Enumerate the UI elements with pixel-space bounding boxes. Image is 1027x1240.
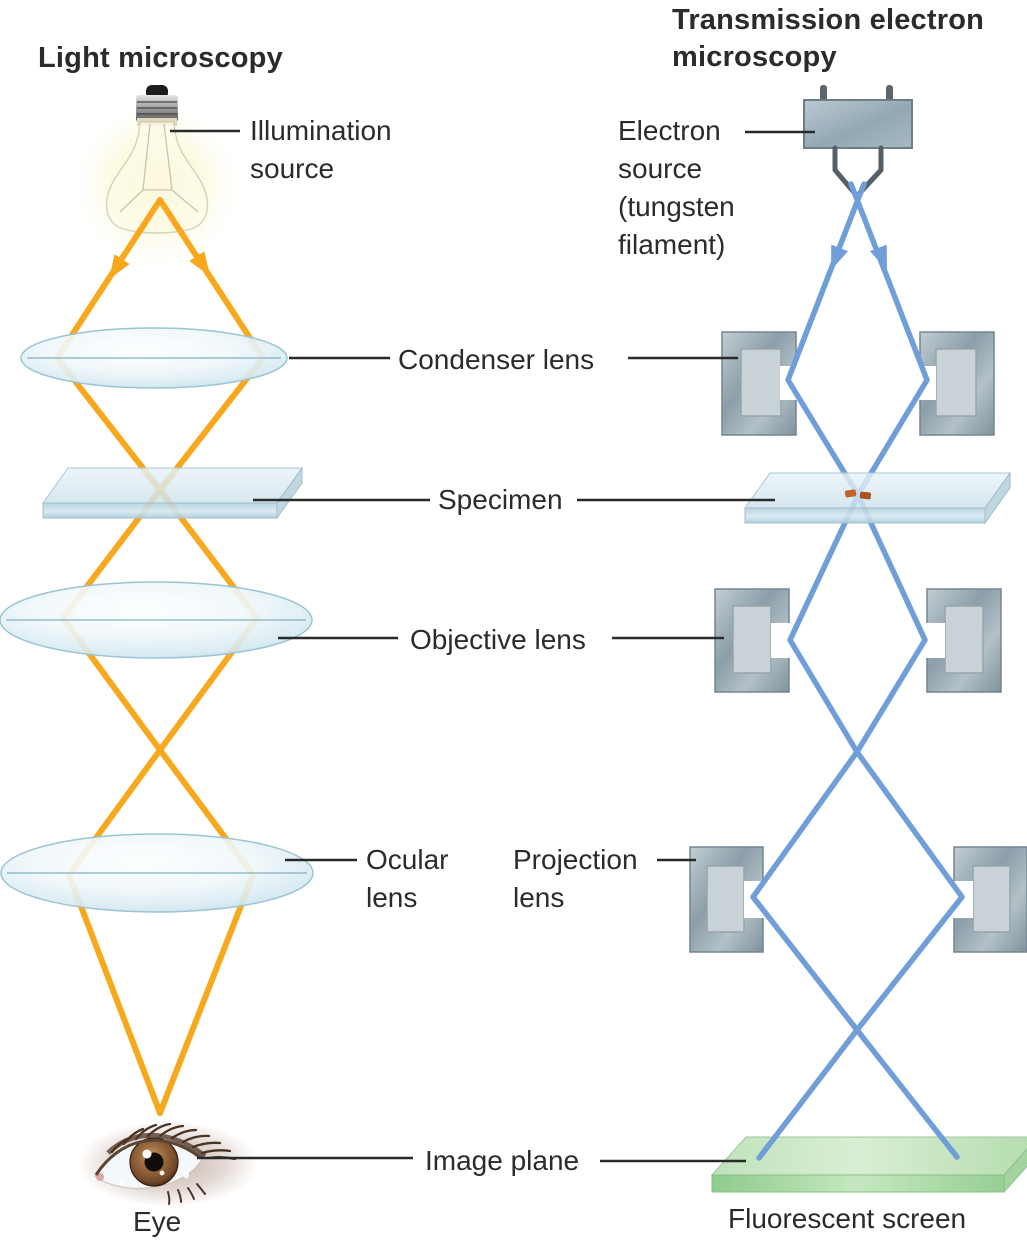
eye-lower-lashes [167,1183,206,1205]
eye-upper-lashes [110,1122,237,1161]
tem-title-line1: Transmission electron [672,4,985,36]
em-projection-lens-blocks [689,846,1027,953]
image-plane-label: Image plane [425,1145,580,1176]
light-bulb-illustration [75,85,239,274]
electron-source-illustration [803,85,913,199]
specimen-slide-light [42,466,303,520]
glass-condenser-lens [20,327,288,389]
objective-lens-label: Objective lens [410,624,586,655]
electron-beam-arrowhead [869,244,887,271]
em-objective-lens-blocks [714,588,1002,693]
specimen-slide-tem [744,471,1011,525]
eye-glint [142,1149,152,1159]
glass-ocular-lens [0,833,314,913]
bulb-glass [105,121,209,234]
fluorescent-screen-label: Fluorescent screen [728,1203,967,1234]
eye-tear-duct [96,1173,104,1181]
light-microscopy-title: Light microscopy [38,42,283,74]
light-ray-arrowhead [189,251,210,277]
fluorescent-screen [710,1136,1027,1194]
projection-lens-label: Projection lens [513,844,638,913]
illumination-source-label: Illumination source [250,115,392,184]
electron-source-pin-right [886,85,893,102]
tungsten-filament [832,145,884,199]
eye-upper-lid [94,1138,202,1176]
condenser-lens-label: Condenser lens [398,344,595,375]
leader-lines [170,129,815,1163]
electron-source-box [803,99,913,149]
tem-title: Transmission electron microscopy [672,2,984,76]
eye-label: Eye [133,1206,182,1237]
electron-beams [750,181,965,1161]
em-block [926,588,1002,693]
glass-objective-lens [0,581,313,659]
electron-source-label: Electron source (tungsten filament) [618,115,735,260]
em-block [953,846,1027,953]
ocular-lens-label: Ocular lens [366,844,449,913]
light-ray-arrowhead [109,254,130,280]
tem-title-line2: microscopy [672,41,837,73]
electron-source-pin-left [820,85,827,102]
bulb-filament-stem [119,123,199,213]
electron-beam-arrowhead [831,244,849,271]
specimen-label: Specimen [438,484,563,515]
em-block [689,846,764,953]
em-condenser-lens-blocks [721,331,995,436]
em-block [714,588,790,693]
eye-illustration [78,1121,258,1207]
em-block [919,331,995,436]
em-block [721,331,797,436]
specimen-sample-speck [844,489,857,498]
specimen-sample-speck [859,491,872,500]
